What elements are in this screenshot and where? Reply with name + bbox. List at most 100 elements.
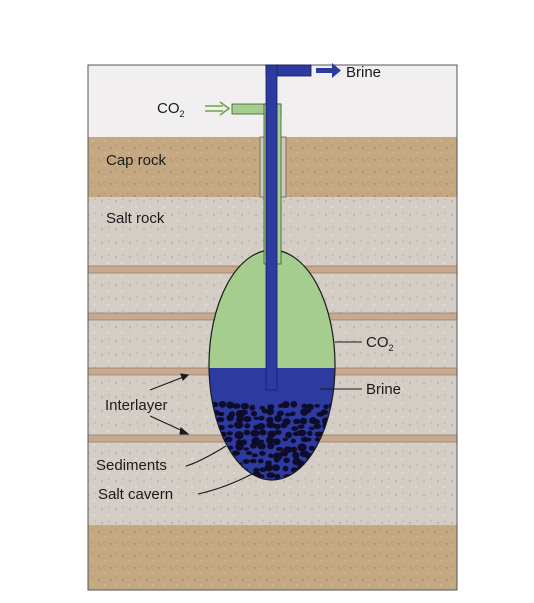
interlayer-label: Interlayer bbox=[105, 397, 168, 414]
sediment-pebble bbox=[243, 429, 251, 436]
sediment-pebble bbox=[290, 401, 298, 408]
sediment-pebble bbox=[257, 442, 266, 450]
co2-inlet-label: CO2 bbox=[157, 100, 185, 119]
sediment-pebble bbox=[267, 442, 275, 450]
sediment-pebble bbox=[272, 438, 281, 446]
sediment-pebble bbox=[306, 403, 314, 411]
sediment-pebble bbox=[266, 407, 275, 416]
sediment-pebble bbox=[243, 416, 252, 423]
sediment-pebble bbox=[307, 430, 313, 437]
sediment-pebble bbox=[216, 417, 225, 423]
sediment-pebble bbox=[250, 429, 260, 437]
sediment-pebble bbox=[271, 464, 281, 472]
sediment-pebble bbox=[268, 453, 274, 459]
brine-outlet-arrow bbox=[316, 63, 341, 78]
sediment-pebble bbox=[218, 411, 225, 417]
sediment-pebble bbox=[253, 416, 260, 420]
interlayer-arrows bbox=[149, 373, 190, 435]
brine-outlet-pipe bbox=[265, 64, 312, 391]
sediment-pebble bbox=[266, 472, 276, 479]
brine-zone-label: Brine bbox=[366, 381, 401, 398]
sediment-pebble bbox=[233, 421, 244, 429]
sediment-pebble bbox=[259, 450, 266, 456]
sediments-label: Sediments bbox=[96, 457, 167, 474]
sediment-pebble bbox=[305, 409, 312, 414]
sediment-pebble bbox=[308, 426, 315, 431]
sediment-pebble bbox=[266, 416, 274, 424]
sediment-pebble bbox=[258, 415, 265, 421]
sediment-pebble bbox=[320, 409, 328, 415]
sediment-pebble bbox=[291, 426, 299, 431]
sediment-pebble bbox=[236, 415, 244, 423]
sediment-pebble bbox=[273, 423, 281, 430]
cap-rock-label: Cap rock bbox=[106, 152, 167, 169]
sediment-pebble bbox=[249, 443, 257, 449]
sediment-pebble bbox=[251, 453, 258, 458]
sediment-pebble bbox=[226, 414, 234, 422]
sediment-pebble bbox=[242, 459, 250, 464]
sediment-pebble bbox=[292, 451, 300, 459]
sediment-pebble bbox=[276, 410, 284, 417]
sediment-pebble bbox=[265, 436, 274, 445]
sediment-pebble bbox=[285, 412, 291, 417]
sediment-pebble bbox=[274, 474, 281, 480]
sediment-pebble bbox=[309, 445, 315, 451]
sediment-pebble bbox=[259, 474, 265, 479]
sediment-pebble bbox=[249, 404, 256, 411]
sediment-pebble bbox=[243, 447, 250, 451]
sediment-pebble bbox=[312, 419, 320, 425]
sediment-pebble bbox=[282, 437, 288, 442]
sediment-pebble bbox=[232, 450, 240, 456]
sediment-pebble bbox=[240, 403, 249, 410]
sediment-pebble bbox=[241, 439, 247, 446]
sediment-pebble bbox=[281, 401, 290, 409]
salt-rock-label: Salt rock bbox=[106, 210, 165, 227]
sediment-pebble bbox=[256, 423, 266, 430]
sediment-pebble bbox=[226, 431, 233, 436]
sediment-pebble bbox=[267, 430, 277, 438]
sediment-pebble bbox=[323, 404, 329, 410]
sediment-pebble bbox=[297, 443, 307, 452]
sediment-pebble bbox=[249, 458, 257, 464]
sediment-pebble bbox=[266, 422, 276, 429]
sediment-pebble bbox=[235, 443, 244, 451]
sediment-pebble bbox=[301, 403, 308, 409]
sediment-pebble bbox=[276, 446, 283, 452]
sediment-pebble bbox=[282, 465, 289, 472]
sediment-pebble bbox=[265, 460, 272, 465]
sediment-pebble bbox=[226, 401, 235, 409]
co2-inlet-arrow bbox=[205, 101, 231, 116]
sediment-pebble bbox=[274, 458, 280, 463]
sediment-pebble bbox=[264, 463, 273, 472]
sediment-pebble bbox=[218, 400, 227, 408]
sediment-pebble bbox=[240, 409, 248, 416]
brine-outlet-label: Brine bbox=[346, 64, 381, 81]
sediment-pebble bbox=[297, 429, 307, 437]
sediment-pebble bbox=[232, 403, 241, 409]
salt-cavern-leader-line bbox=[197, 473, 253, 495]
sediment-pebble bbox=[313, 423, 322, 429]
sediment-pebble bbox=[244, 423, 251, 429]
sediments-leader-line bbox=[185, 445, 227, 467]
sediment-pebble bbox=[259, 405, 266, 410]
sediment-pebble bbox=[234, 431, 244, 440]
sediment-pebble bbox=[290, 438, 296, 444]
sediment-pebble bbox=[297, 424, 305, 429]
sediment-pebble bbox=[259, 429, 267, 436]
sediment-pebble bbox=[285, 431, 292, 439]
sediment-pebble bbox=[293, 418, 301, 425]
sediment-pebble bbox=[274, 414, 282, 423]
sediment-pebble bbox=[250, 410, 258, 417]
sediment-pebble bbox=[259, 467, 267, 473]
salt-cavern-label: Salt cavern bbox=[98, 486, 173, 503]
sediment-pebble bbox=[290, 446, 298, 453]
co2-zone-label: CO2 bbox=[366, 334, 394, 353]
sediment-pebble bbox=[274, 429, 282, 435]
sediment-pebble bbox=[227, 424, 234, 429]
sediment-pebble bbox=[314, 404, 320, 408]
sediment-pebble bbox=[305, 437, 312, 442]
sediment-pebble bbox=[224, 436, 233, 443]
sediment-pebble bbox=[290, 411, 296, 417]
sediment-pebble bbox=[280, 450, 289, 457]
